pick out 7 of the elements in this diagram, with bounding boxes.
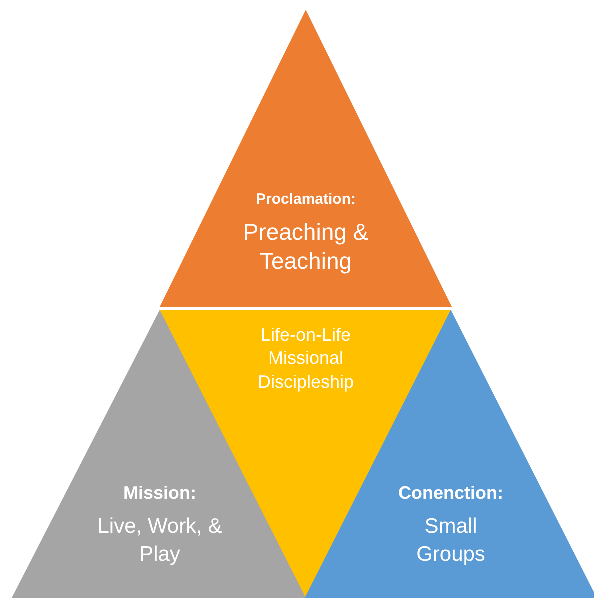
body-text: Small Groups xyxy=(416,514,486,568)
body-text: Live, Work, & Play xyxy=(96,514,224,568)
heading-text: Proclamation: xyxy=(254,190,358,210)
body-text: Preaching & Teaching xyxy=(242,218,370,276)
heading-text: Conenction: xyxy=(398,482,504,505)
heading-text: Mission: xyxy=(122,482,198,505)
body-text: Life-on-Life Missional Discipleship xyxy=(256,324,356,394)
